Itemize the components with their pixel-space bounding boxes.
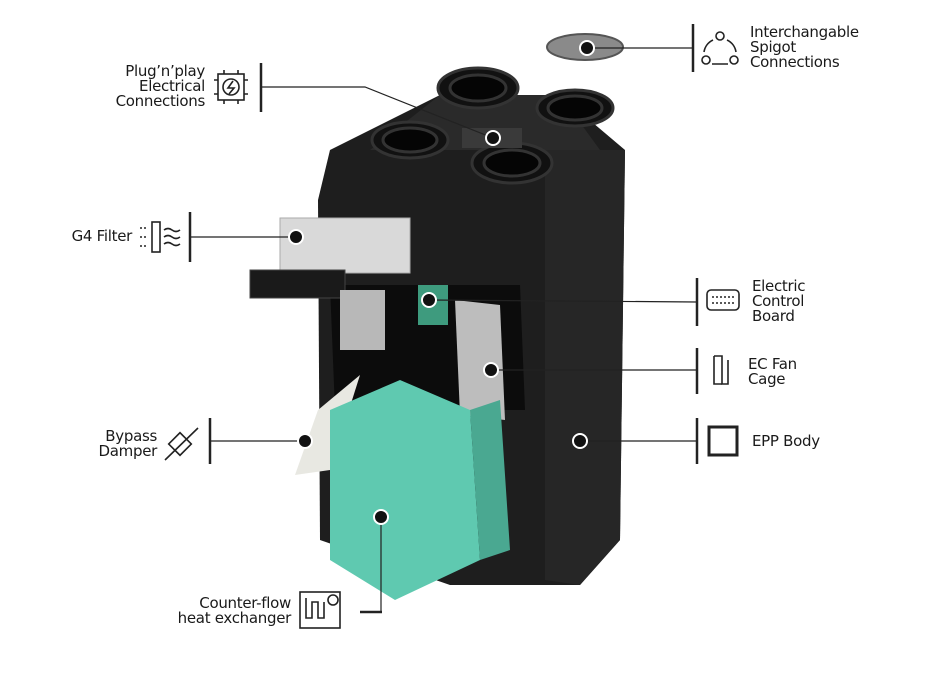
label-line: EPP Body — [752, 432, 820, 450]
cycle-nodes-icon — [701, 31, 739, 65]
label-bypass-damper: Bypass Damper — [98, 427, 158, 460]
fan-cage-icon — [713, 355, 729, 385]
label-line: Board — [752, 307, 795, 325]
label-line: Spigot — [750, 38, 796, 56]
label-line: Interchangable — [750, 23, 859, 41]
label-line: Plug’n’play — [125, 62, 205, 80]
bypass-damper — [295, 375, 360, 475]
label-line: Connections — [115, 92, 206, 110]
heat-exchanger-icon — [299, 591, 341, 629]
heat-exchanger — [330, 380, 480, 600]
fan-cage-left — [340, 290, 385, 350]
leader-bars — [188, 24, 699, 614]
label-line: Cage — [748, 370, 786, 388]
label-line: Damper — [98, 442, 158, 460]
label-line: Control — [752, 292, 805, 310]
label-g4-filter: G4 Filter — [71, 227, 133, 245]
label-line: heat exchanger — [177, 609, 292, 627]
label-spigot: Interchangable Spigot Connections — [750, 25, 859, 70]
label-line: EC Fan — [748, 355, 797, 373]
body-side — [545, 150, 625, 585]
heat-exchanger-side — [400, 380, 510, 560]
label-epp-body: EPP Body — [752, 434, 820, 449]
label-counter-flow: Counter-flow heat exchanger — [177, 594, 292, 627]
label-line: Electrical — [139, 77, 205, 95]
filter-airflow-icon — [140, 221, 181, 253]
circuit-bolt-icon — [214, 70, 248, 104]
label-control-board: Electric Control Board — [752, 279, 805, 324]
damper-icon — [164, 427, 199, 461]
label-line: G4 Filter — [71, 227, 133, 245]
fan-cage — [455, 300, 505, 420]
square-body-icon — [707, 425, 739, 457]
keyboard-board-icon — [706, 289, 740, 311]
label-line: Bypass — [105, 427, 157, 445]
label-ec-fan: EC Fan Cage — [748, 357, 797, 387]
spigots — [370, 66, 615, 185]
label-line: Connections — [750, 53, 840, 71]
label-line: Counter-flow — [199, 594, 291, 612]
callout-dots — [288, 40, 595, 525]
filter-cover — [249, 269, 346, 299]
leader-lines — [190, 47, 698, 612]
label-line: Electric — [752, 277, 806, 295]
filter-tray — [279, 217, 411, 274]
label-plug-n-play: Plug’n’play Electrical Connections — [115, 62, 206, 110]
